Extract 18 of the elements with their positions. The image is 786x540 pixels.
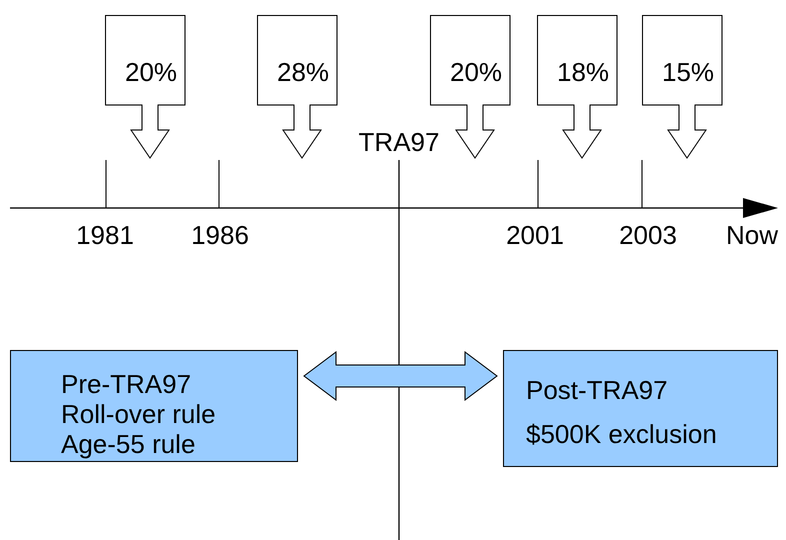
year-label: 1986 [191,220,249,251]
rate-label: 20% [125,57,178,88]
box-text: Pre-TRA97 [61,369,192,399]
box-text: Roll-over rule [61,399,216,429]
year-label: 1981 [76,220,134,251]
rate-label: 20% [450,57,502,88]
year-label: 2003 [619,220,677,251]
info-box [503,350,778,467]
rate-label: 18% [557,57,610,88]
box-text: Post-TRA97 [526,375,668,405]
double-arrow [303,351,498,401]
axis-end-label: Now [726,220,778,251]
box-text: $500K exclusion [526,419,717,449]
rate-label: 15% [662,57,714,88]
year-label: 2001 [506,220,564,251]
box-text: Age-55 rule [61,429,196,459]
rate-label: 28% [277,57,330,88]
info-box [10,350,298,462]
